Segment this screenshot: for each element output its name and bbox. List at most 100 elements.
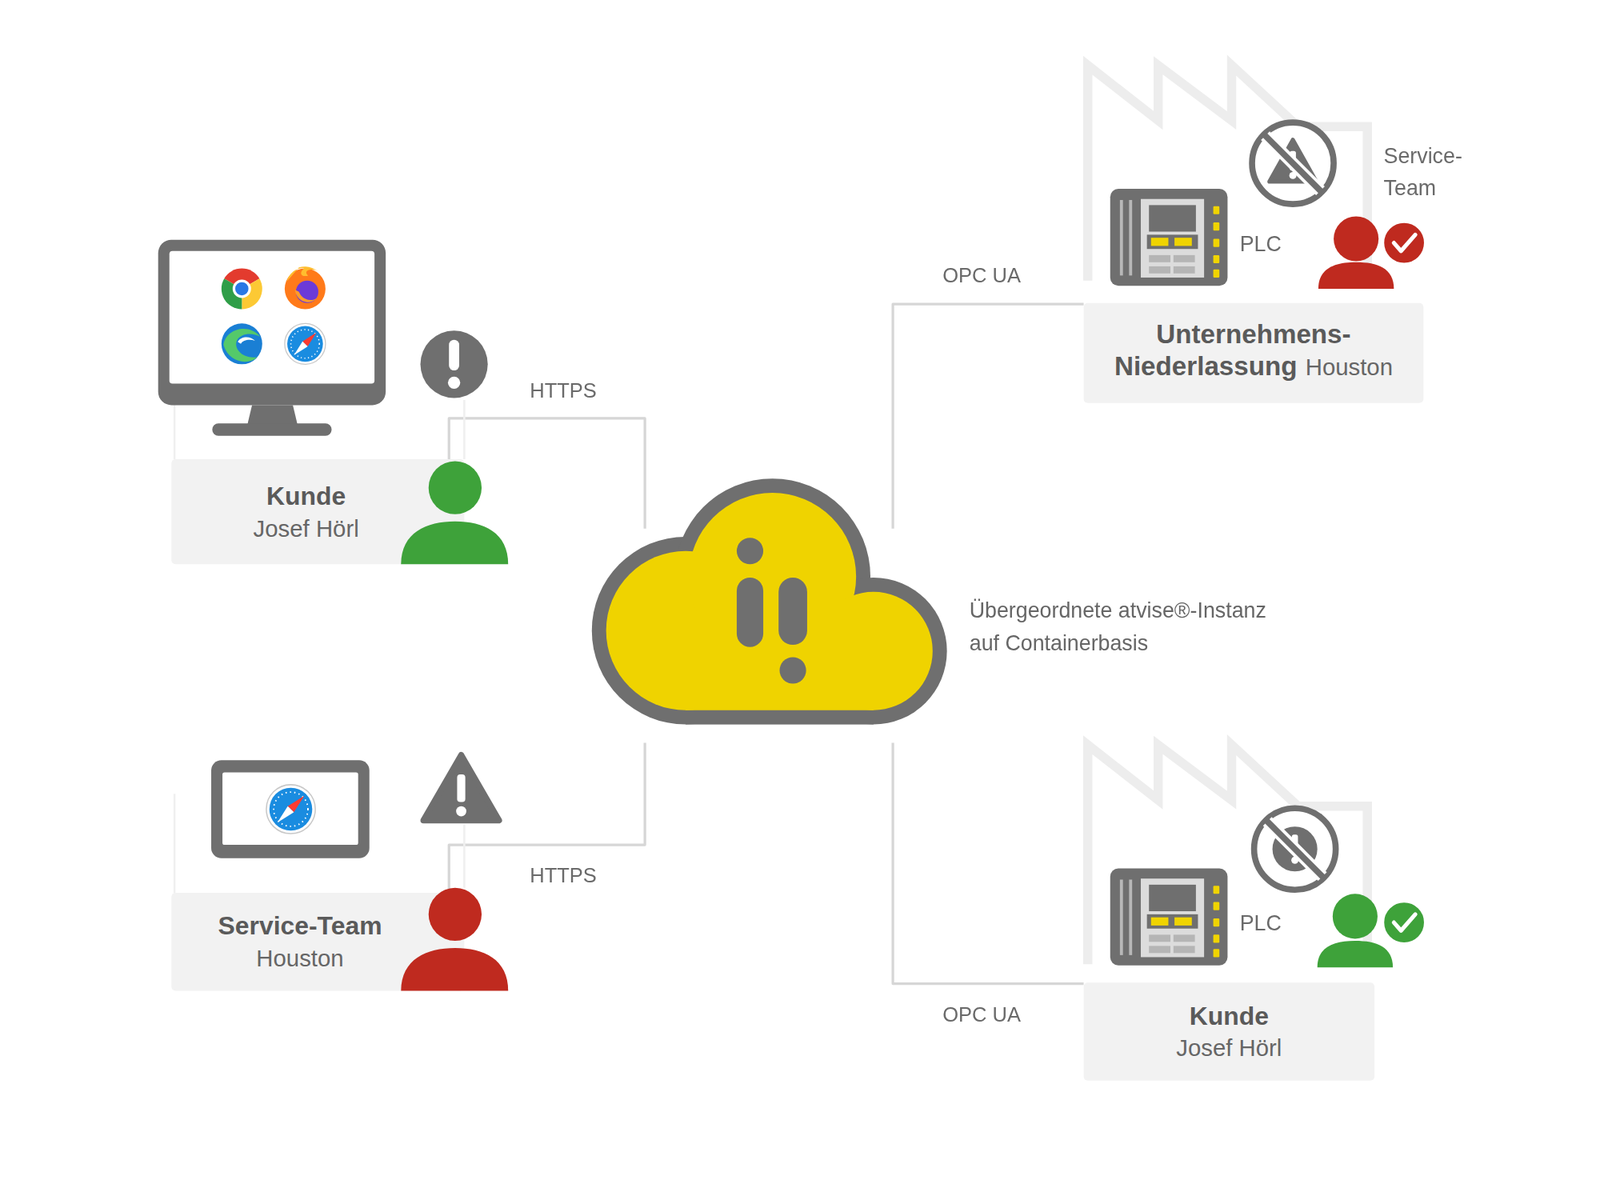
plc-indicators	[1213, 885, 1220, 957]
sign-ring	[1254, 808, 1336, 890]
safari-icon	[266, 784, 316, 834]
chrome-segment	[221, 278, 242, 309]
logo-dot	[736, 537, 764, 564]
tablet-icon	[211, 760, 370, 858]
plc-indicator	[1213, 948, 1220, 957]
plc-indicator	[1213, 885, 1220, 894]
badge-check	[1393, 914, 1416, 931]
customer-box: KundeJosef Hörl	[171, 459, 464, 564]
person-icon	[400, 888, 508, 992]
badge-disc	[1382, 221, 1426, 265]
firefox-tail	[295, 289, 318, 303]
chrome-ring	[232, 279, 252, 298]
instance-caption: Übergeordnete atvise®-Instanz auf Contai…	[969, 593, 1302, 660]
sign-slash	[1266, 820, 1324, 878]
plc-indicator	[1213, 206, 1220, 215]
sign-dot	[1289, 172, 1297, 180]
atvise-logo	[736, 537, 808, 684]
sign-ring	[1252, 122, 1334, 204]
firefox-icon	[284, 266, 326, 309]
monitor-frame	[158, 240, 386, 406]
box-subtitle: Josef Hörl	[1176, 1032, 1282, 1065]
plc-body	[1110, 868, 1228, 965]
sign-slash-gap	[1265, 136, 1321, 192]
check-badge	[1382, 221, 1426, 265]
triangle-bar	[456, 774, 465, 802]
alert-bar	[448, 340, 460, 371]
sign-bar	[1292, 834, 1299, 853]
person-body	[400, 948, 508, 992]
faint-line	[463, 824, 466, 888]
monitor-stand	[247, 404, 299, 427]
plc-indicator	[1213, 918, 1220, 927]
sign-slash-gap	[1267, 821, 1323, 877]
plc-body	[1110, 188, 1228, 286]
service-team-box: Service-TeamHouston	[171, 892, 464, 991]
plc-led	[1174, 917, 1192, 926]
plc-slot	[1120, 879, 1124, 955]
monitor-base	[212, 423, 332, 436]
plc-device	[1110, 188, 1228, 286]
plc-led	[1151, 917, 1169, 926]
box-title: Kunde	[266, 479, 346, 512]
check-badge	[1382, 900, 1426, 944]
plc-strip	[1147, 234, 1199, 249]
plc-strip	[1147, 914, 1199, 929]
customer-site-box: KundeJosef Hörl	[1084, 982, 1376, 1080]
plc-screen	[1148, 884, 1196, 912]
chrome-segment	[224, 268, 260, 289]
cloud-shape	[592, 528, 949, 744]
logo-bar	[778, 577, 808, 645]
faint-line	[463, 400, 466, 460]
person-head	[428, 888, 482, 941]
plc-slot	[1128, 879, 1132, 955]
plc-device	[1110, 868, 1228, 965]
sign-dot	[1291, 856, 1299, 864]
plc-indicator	[1213, 902, 1220, 911]
box-subtitle: Josef Hörl	[253, 512, 360, 545]
person-head	[428, 461, 482, 515]
person-body	[1317, 940, 1393, 968]
firefox-flame	[286, 266, 319, 282]
plc-led	[1174, 237, 1192, 246]
plc-indicators	[1213, 206, 1220, 278]
chrome-icon	[221, 268, 263, 310]
cloud-fill	[606, 492, 933, 711]
plc-cell	[1173, 934, 1196, 942]
edge-gap	[237, 336, 256, 344]
person-icon	[1317, 893, 1393, 968]
plc-cell	[1173, 945, 1196, 953]
box-title: Kunde	[1189, 999, 1269, 1032]
logo-dot	[779, 656, 806, 684]
plc-panel	[1140, 878, 1204, 957]
plc-cell	[1148, 934, 1171, 942]
no-alert-sign	[1254, 808, 1336, 890]
alert-dot	[448, 376, 460, 389]
plc-panel	[1140, 199, 1204, 278]
alert-disc	[420, 330, 488, 398]
firefox-globe	[296, 280, 319, 304]
plc-cell	[1173, 255, 1196, 263]
plc-screen	[1148, 204, 1196, 232]
factory-site	[1088, 65, 1426, 289]
no-alert-sign	[1252, 122, 1334, 204]
protocol-label: OPC UA	[942, 262, 1021, 289]
chrome-segment	[241, 278, 262, 309]
badge-check	[1393, 234, 1416, 251]
cloud-outline	[592, 478, 948, 724]
connector-line	[892, 743, 1084, 984]
box-subtitle: Houston	[256, 941, 344, 975]
alert-circle	[420, 330, 488, 398]
factory-site	[1088, 744, 1426, 968]
device-label: PLC	[1240, 227, 1312, 260]
plc-slot	[1128, 200, 1132, 276]
role-label: Service- Team	[1384, 140, 1487, 204]
cloud-instance: Übergeordnete atvise®-Instanz auf Contai…	[592, 528, 949, 744]
protocol-label: OPC UA	[942, 1000, 1021, 1028]
connector-line	[448, 743, 645, 894]
factory-outline	[1088, 744, 1368, 964]
plc-led	[1151, 237, 1169, 246]
